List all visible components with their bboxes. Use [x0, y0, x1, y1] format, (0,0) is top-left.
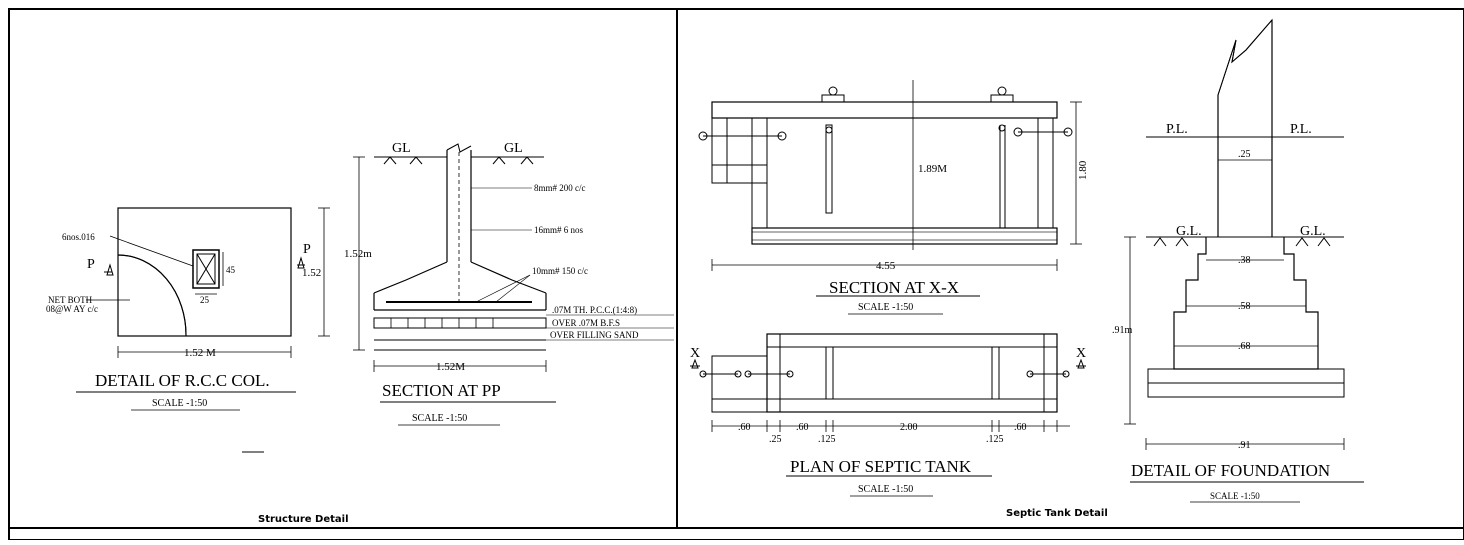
pp-depth: 1.52m: [344, 248, 372, 260]
col-bars-label: 6nos.016: [62, 232, 95, 242]
col-size-45: 45: [226, 265, 236, 275]
col-height-dim: 1.52: [302, 267, 321, 279]
fd-gl-left: G.L.: [1176, 224, 1202, 239]
xx-scale: SCALE -1:50: [858, 302, 913, 313]
fd-pl-left: P.L.: [1166, 122, 1188, 137]
col-net-label-1: NET BOTH: [48, 295, 93, 305]
xx-height: 1.80: [1077, 160, 1089, 180]
pp-title: SECTION AT PP: [382, 381, 501, 400]
section-mark-p-right: P: [303, 242, 311, 257]
section-xx: 1.89M 1.80 4.55 SECTION AT X-X SCALE -1:…: [698, 80, 1089, 315]
xx-inner-height: 1.89M: [918, 163, 947, 175]
plan-dim-3: .60: [796, 422, 809, 433]
plan-dim-5: 2.00: [900, 422, 918, 433]
plan-title: PLAN OF SEPTIC TANK: [790, 457, 972, 476]
left-panel-caption: Structure Detail: [258, 514, 349, 525]
fd-title: DETAIL OF FOUNDATION: [1131, 461, 1330, 480]
plan-x-right: X: [1076, 346, 1086, 361]
pp-bfs: OVER .07M B.F.S: [552, 318, 620, 328]
fd-pl-right: P.L.: [1290, 122, 1312, 137]
pp-sand: OVER FILLING SAND: [550, 330, 639, 340]
plan-dim-2: .25: [769, 434, 782, 445]
col-size-25: 25: [200, 295, 210, 305]
fd-gl-right: G.L.: [1300, 224, 1326, 239]
col-width-dim: 1.52 M: [184, 347, 216, 359]
fd-width: .91: [1238, 440, 1251, 451]
fd-w-58: .58: [1238, 301, 1251, 312]
pp-pcc: .07M TH. P.C.C.(1:4:8): [552, 305, 637, 315]
pp-stirrups: 8mm# 200 c/c: [534, 183, 586, 193]
col-scale: SCALE -1:50: [152, 398, 207, 409]
plan-scale: SCALE -1:50: [858, 484, 913, 495]
pp-footing-bars: 10mm# 150 c/c: [532, 266, 588, 276]
column-detail: 6nos.016 NET BOTH 08@W AY c/c 45 25 P P …: [46, 207, 330, 453]
pp-main-bars: 16mm# 6 nos: [534, 225, 584, 235]
fd-scale: SCALE -1:50: [1210, 491, 1260, 501]
fd-w-25: .25: [1238, 149, 1251, 160]
plan-x-left: X: [690, 346, 700, 361]
septic-plan: X X .60 .25 .60 .125 2.00 .125 .60 PLAN …: [690, 333, 1086, 497]
section-pp: GL GL 8mm# 200 c/c 16mm# 6 nos 10mm# 150…: [344, 141, 674, 426]
pp-scale: SCALE -1:50: [412, 413, 467, 424]
pp-width: 1.52M: [436, 361, 465, 373]
xx-length: 4.55: [876, 260, 896, 272]
pp-gl-left: GL: [392, 141, 411, 156]
col-title: DETAIL OF R.C.C COL.: [95, 371, 270, 390]
section-mark-p-left: P: [87, 257, 95, 272]
xx-title: SECTION AT X-X: [829, 278, 959, 297]
plan-dim-4: .125: [818, 434, 836, 445]
col-net-label-2: 08@W AY c/c: [46, 304, 98, 314]
fd-depth: .91m: [1112, 325, 1133, 336]
plan-dim-1: .60: [738, 422, 751, 433]
fd-w-68: .68: [1238, 341, 1251, 352]
fd-w-38: .38: [1238, 255, 1251, 266]
foundation-detail: P.L. P.L. G.L. G.L. .25 .38 .58 .68 .91m…: [1112, 18, 1364, 503]
plan-dim-7: .60: [1014, 422, 1027, 433]
pp-gl-right: GL: [504, 141, 523, 156]
plan-dim-6: .125: [986, 434, 1004, 445]
right-panel-caption: Septic Tank Detail: [1006, 508, 1108, 519]
